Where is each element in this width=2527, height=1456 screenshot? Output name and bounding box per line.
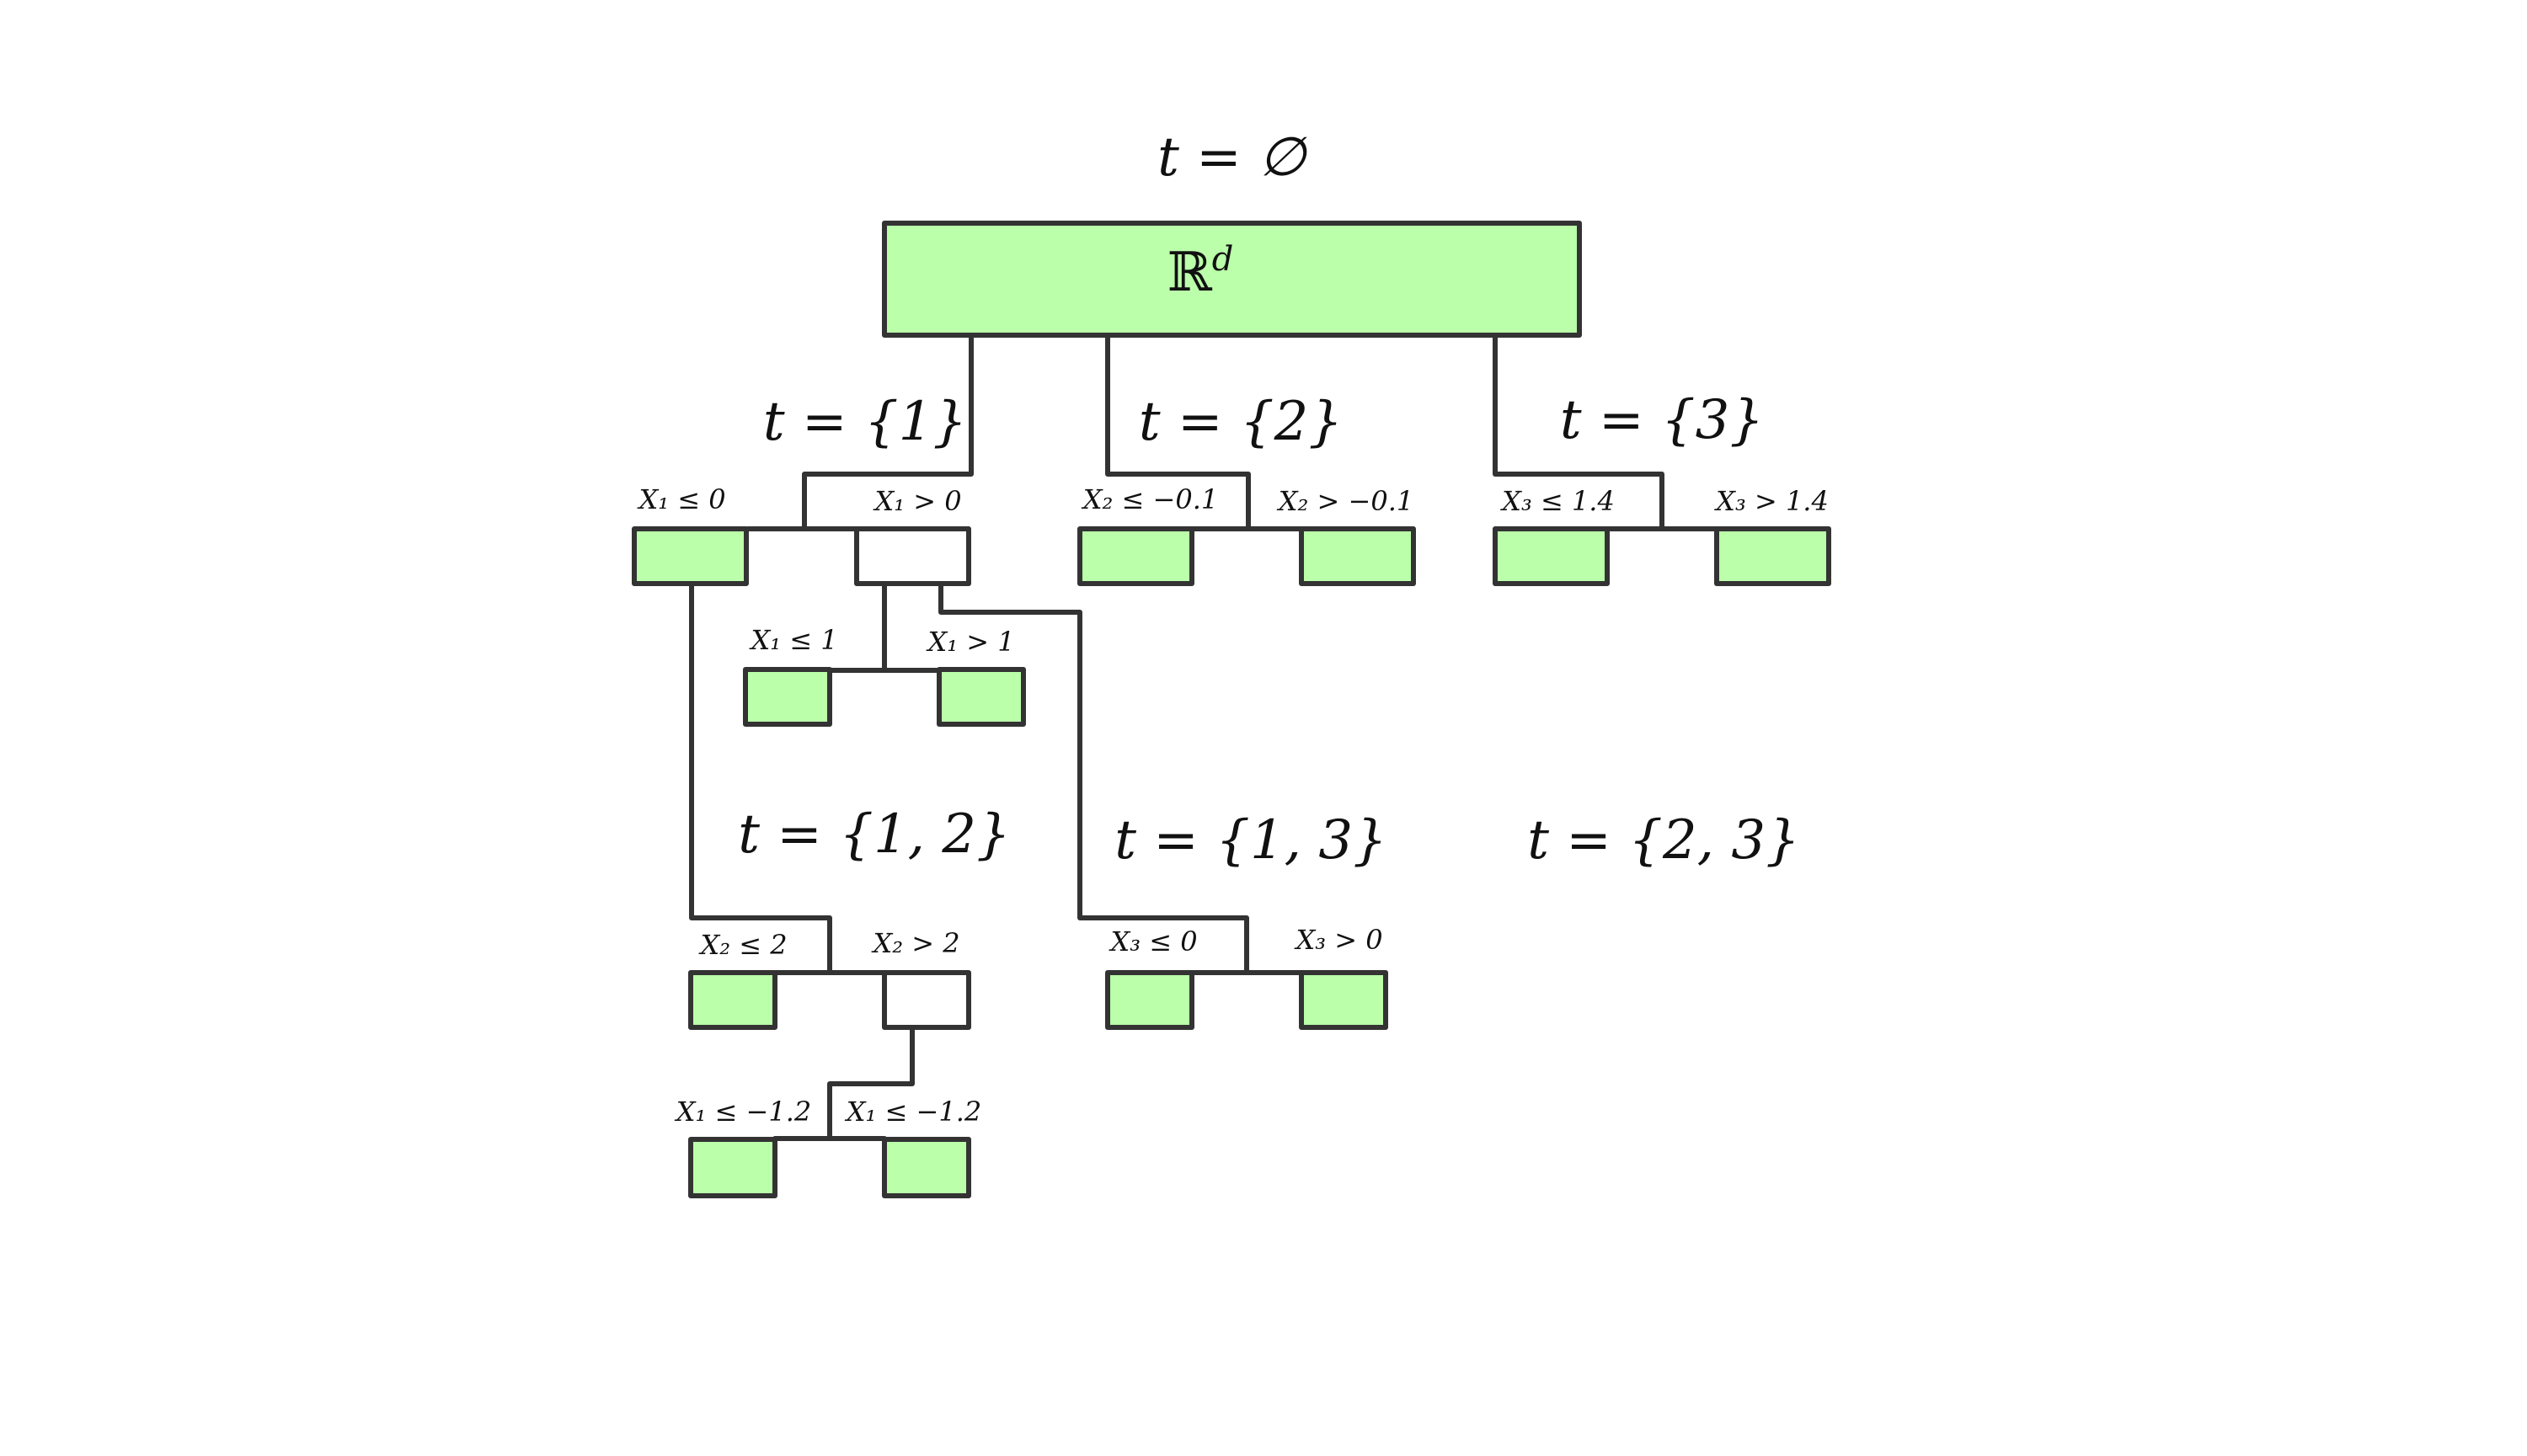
leaf-x1-le-0 xyxy=(632,526,749,586)
leaf-x3-gt-14 xyxy=(1714,526,1831,586)
leaf-x1-le-m12-a xyxy=(688,1137,777,1198)
split-label-x1-gt-1: X₁ > 1 xyxy=(925,626,1014,658)
split-label-x3-gt-14: X₃ > 1.4 xyxy=(1713,485,1829,517)
node-x1-gt-0 xyxy=(854,526,971,586)
leaf-x1-gt-1 xyxy=(937,667,1026,727)
split-label-x2-gt-2: X₂ > 2 xyxy=(870,927,959,959)
split-label-x1-le-0: X₁ ≤ 0 xyxy=(636,483,725,515)
split-label-x1-le-m12-b: X₁ ≤ −1.2 xyxy=(844,1096,981,1128)
leaf-x3-le-0 xyxy=(1105,970,1194,1030)
split-label-x2-le-m01: X₂ ≤ −0.1 xyxy=(1081,483,1218,515)
leaf-x2-le-2 xyxy=(688,970,777,1030)
edge-root-to-t1 xyxy=(802,334,974,531)
leaf-x3-le-14 xyxy=(1493,526,1610,586)
split-label-x2-le-2: X₂ ≤ 2 xyxy=(697,929,787,961)
subset-label-t13: t = {1, 3} xyxy=(1114,809,1387,872)
split-label-x2-gt-m01: X₂ > −0.1 xyxy=(1276,485,1413,517)
subset-label-t23: t = {2, 3} xyxy=(1527,809,1800,872)
subset-label-t12: t = {1, 2} xyxy=(738,803,1011,866)
split-label-x1-gt-0: X₁ > 0 xyxy=(872,485,961,517)
subset-label-empty: t = ∅ xyxy=(1157,126,1308,189)
leaf-x2-le-m01 xyxy=(1077,526,1194,586)
edge-root-to-t2 xyxy=(1105,334,1251,531)
node-x2-gt-2 xyxy=(882,970,971,1030)
edge-root-to-t3 xyxy=(1493,334,1664,531)
edges xyxy=(689,334,1721,1141)
subset-label-t1: t = {1} xyxy=(763,391,967,453)
split-label-x3-le-14: X₃ ≤ 1.4 xyxy=(1499,485,1615,517)
split-label-x3-gt-0: X₃ > 0 xyxy=(1293,924,1382,956)
leaf-x1-le-m12-b xyxy=(882,1137,971,1198)
leaf-x3-gt-0 xyxy=(1299,970,1388,1030)
split-label-x1-le-m12-a: X₁ ≤ −1.2 xyxy=(674,1096,811,1128)
edge-x1gt0-to-t13 xyxy=(938,581,1249,975)
leaf-x2-gt-m01 xyxy=(1299,526,1416,586)
root-space-label: ℝd xyxy=(1167,240,1234,304)
split-label-x3-le-0: X₃ ≤ 0 xyxy=(1108,925,1197,957)
edge-x1le0-to-t12 xyxy=(689,581,832,975)
subset-label-t3: t = {3} xyxy=(1560,389,1764,451)
leaf-x1-le-1 xyxy=(743,667,832,727)
subset-label-t2: t = {2} xyxy=(1139,391,1343,453)
edge-x2gt2-to-x1-m12-split xyxy=(827,1027,915,1141)
split-label-x1-le-1: X₁ ≤ 1 xyxy=(748,624,837,656)
root-node xyxy=(882,221,1582,338)
